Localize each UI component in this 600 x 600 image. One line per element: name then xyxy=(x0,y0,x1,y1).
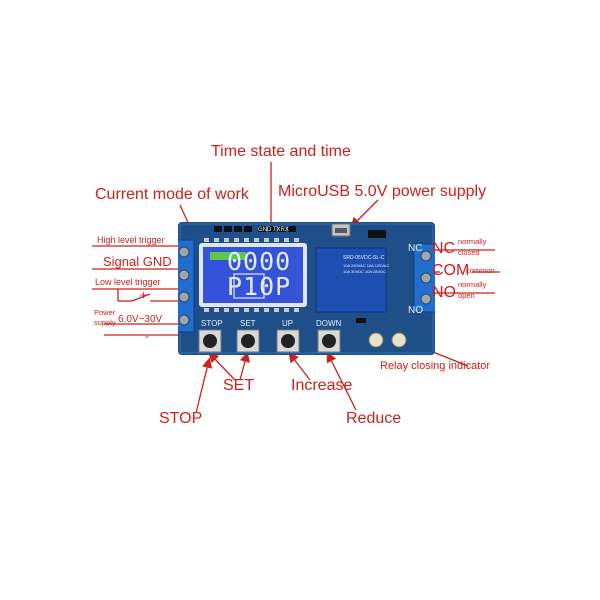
label-com: COM xyxy=(432,262,470,279)
label-reduce: Reduce xyxy=(346,410,402,427)
label-voltage-range: 6.0V~30V xyxy=(118,314,163,325)
button-label-up: UP xyxy=(282,319,294,328)
label-com-desc: common xyxy=(466,266,495,275)
label-relay-indicator: Relay closing indicator xyxy=(380,360,491,372)
button-label-down: DOWN xyxy=(316,319,342,328)
label-low-level-trigger: Low level trigger xyxy=(95,277,161,287)
relay-model: SRD-05VDC-SL-C xyxy=(343,255,385,261)
label-no-desc-line1: normally xyxy=(458,280,487,289)
nc-silkscreen: NC xyxy=(408,243,423,254)
label-nc-desc-line2: closed xyxy=(458,248,480,257)
label-minus: - xyxy=(145,329,149,343)
button-label-set: SET xyxy=(240,319,256,328)
label-increase: Increase xyxy=(291,377,353,394)
output-terminal-block xyxy=(413,243,435,313)
label-time-state: Time state and time xyxy=(211,143,351,160)
micro-usb-port xyxy=(331,223,386,238)
label-power-line1: Power xyxy=(94,308,116,317)
label-power-line2: supply xyxy=(94,318,116,327)
lcd-pins xyxy=(204,238,299,312)
label-nc: NC xyxy=(432,240,456,257)
pin-header xyxy=(214,226,296,232)
label-set: SET xyxy=(223,377,255,394)
label-signal-gnd: Signal GND xyxy=(103,254,172,269)
lcd-bottom-digits: P10P xyxy=(227,272,292,301)
lcd-display xyxy=(199,243,307,307)
relay-indicator-leds xyxy=(356,318,407,348)
label-stop: STOP xyxy=(159,410,203,427)
label-micro-usb: MicroUSB 5.0V power supply xyxy=(278,183,487,200)
lcd-top-digits: 0000 xyxy=(227,247,292,276)
label-current-mode: Current mode of work xyxy=(95,186,249,203)
header-silkscreen: GND TXRX xyxy=(258,227,289,233)
relay-rating-2: 10A 30VDC 10A 28VDC xyxy=(343,269,386,274)
push-buttons xyxy=(198,329,341,353)
relay xyxy=(315,247,387,313)
relay-rating-1: 10A 250VAC 10A 125VAC xyxy=(343,263,390,268)
input-terminal-block xyxy=(178,239,195,333)
label-nc-desc-line1: normally xyxy=(458,237,487,246)
label-no-desc-line2: open xyxy=(458,291,475,300)
button-label-stop: STOP xyxy=(201,319,223,328)
timer-relay-board xyxy=(178,222,435,355)
label-high-level-trigger: High level trigger xyxy=(97,235,165,245)
no-silkscreen: NO xyxy=(408,305,423,316)
label-plus: + xyxy=(140,288,148,302)
label-no: NO xyxy=(432,284,456,301)
